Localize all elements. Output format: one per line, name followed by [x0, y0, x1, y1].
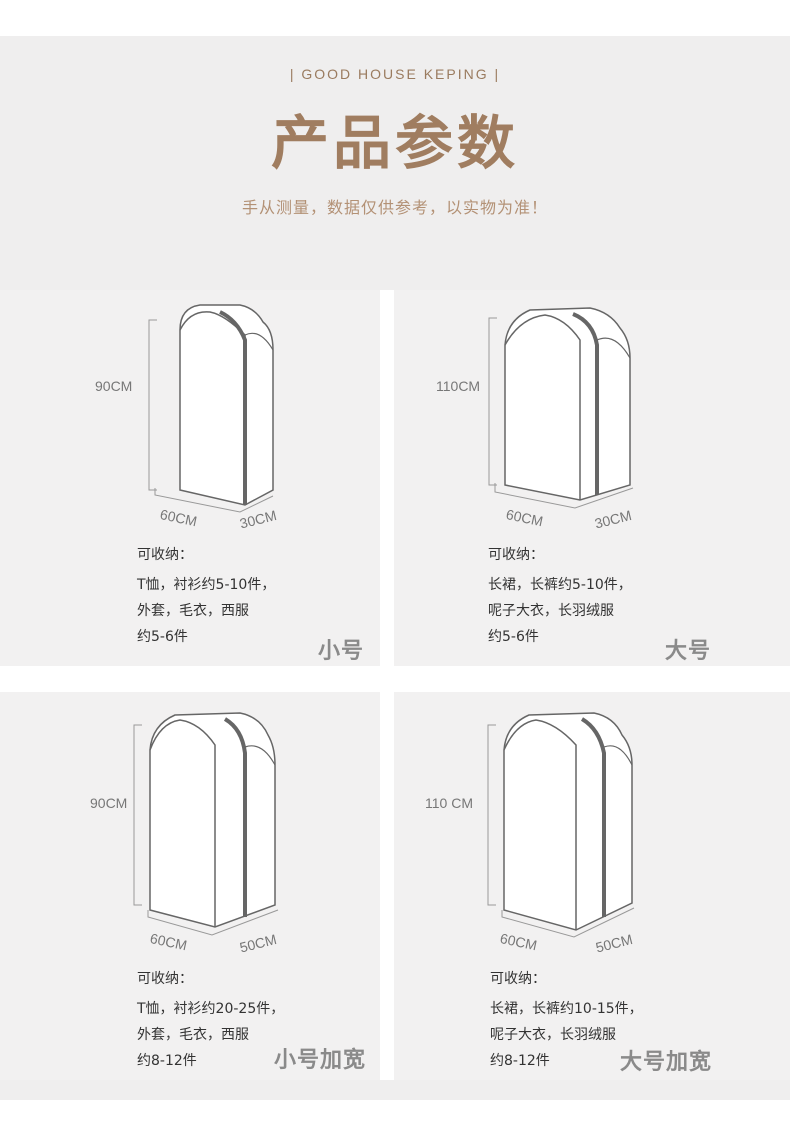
- capacity-info: 可收纳： 长裙，长裤约5-10件， 呢子大衣，长羽绒服 约5-6件: [488, 542, 632, 650]
- capacity-title: 可收纳：: [490, 971, 546, 987]
- capacity-line: 呢子大衣，长羽绒服: [488, 603, 614, 619]
- capacity-info: 可收纳： T恤，衬衫约5-10件， 外套，毛衣，西服 约5-6件: [137, 542, 275, 650]
- capacity-line: 呢子大衣，长羽绒服: [490, 1027, 616, 1043]
- capacity-line: 约8-12件: [137, 1053, 197, 1069]
- capacity-line: 约8-12件: [490, 1053, 550, 1069]
- capacity-title: 可收纳：: [137, 547, 193, 563]
- capacity-line: T恤，衬衫约5-10件，: [137, 577, 276, 593]
- brand-tagline: | GOOD HOUSE KEPING |: [289, 66, 501, 82]
- page-title: 产品参数: [270, 109, 519, 177]
- garment-bag-illustration-large-wide: [487, 712, 635, 938]
- garment-bag-illustration-small-wide: [133, 712, 279, 936]
- capacity-line: 外套，毛衣，西服: [137, 603, 249, 619]
- garment-bag-illustration-large: [488, 307, 634, 509]
- capacity-info: 可收纳： T恤，衬衫约20-25件， 外套，毛衣，西服 约8-12件: [137, 966, 284, 1074]
- capacity-info: 可收纳： 长裙，长裤约10-15件， 呢子大衣，长羽绒服 约8-12件: [490, 966, 643, 1074]
- height-label: 90CM: [95, 378, 133, 394]
- size-label: 大号加宽: [620, 1050, 713, 1075]
- divider-horizontal: [0, 666, 790, 692]
- garment-bag-illustration-small: [148, 304, 274, 513]
- capacity-line: T恤，衬衫约20-25件，: [137, 1001, 285, 1017]
- capacity-title: 可收纳：: [488, 547, 544, 563]
- height-label: 110CM: [436, 378, 481, 394]
- capacity-title: 可收纳：: [137, 971, 193, 987]
- size-label: 小号加宽: [274, 1048, 367, 1073]
- capacity-line: 约5-6件: [488, 629, 539, 645]
- capacity-line: 长裙，长裤约5-10件，: [488, 577, 632, 593]
- size-label: 小号: [318, 639, 365, 664]
- height-label: 110 CM: [425, 795, 473, 811]
- size-label: 大号: [665, 639, 712, 664]
- capacity-line: 长裙，长裤约10-15件，: [490, 1001, 643, 1017]
- capacity-line: 约5-6件: [137, 629, 188, 645]
- page-subtitle: 手从测量，数据仅供参考，以实物为准！: [241, 198, 548, 217]
- capacity-line: 外套，毛衣，西服: [137, 1027, 249, 1043]
- height-label: 90CM: [90, 795, 128, 811]
